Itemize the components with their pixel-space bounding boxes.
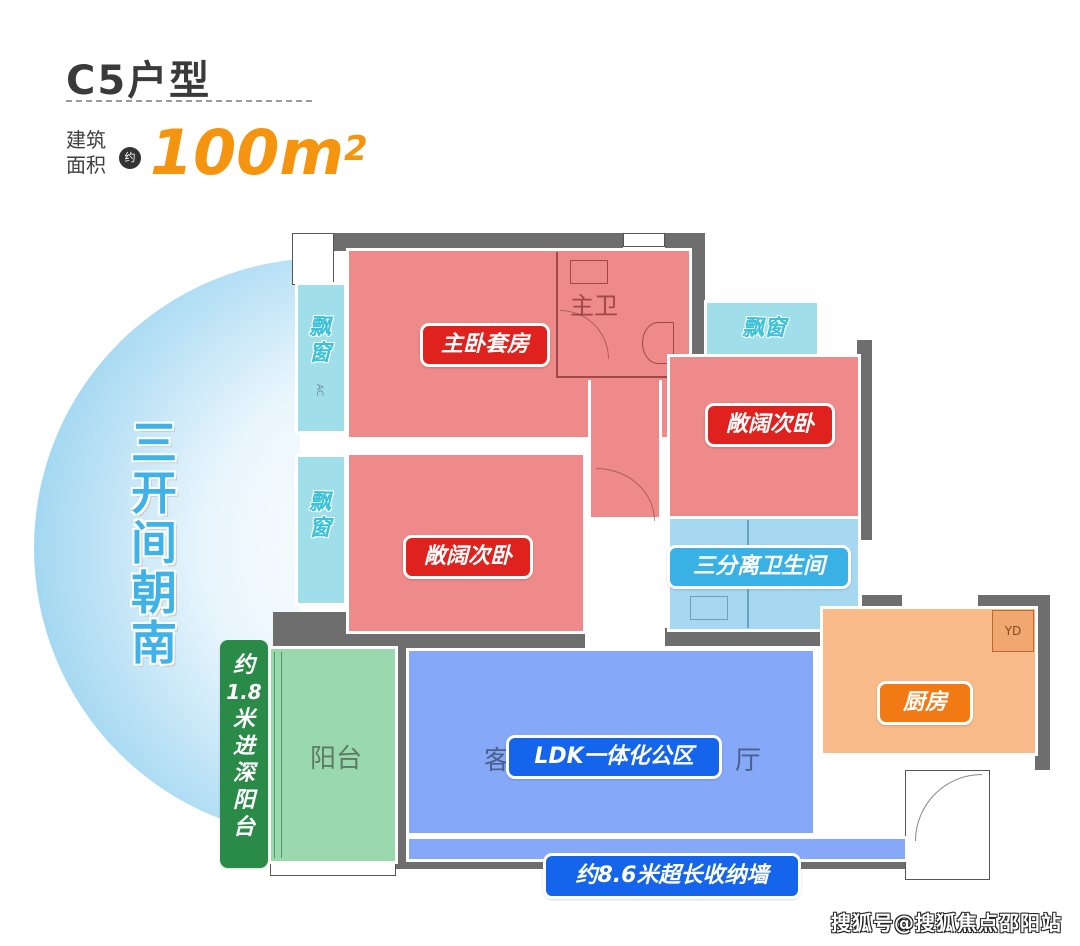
bay-window-2[interactable] <box>295 454 347 606</box>
toilet-icon <box>642 322 674 364</box>
bath-sink-icon <box>690 596 728 620</box>
wall-kitchen-east <box>1035 595 1050 770</box>
bedroom-2-tag: 敞阔次卧 <box>403 535 533 579</box>
balcony-depth-approx: 约 <box>232 653 255 678</box>
wall-left-top <box>292 233 334 285</box>
bay-window-1[interactable] <box>295 282 347 434</box>
master-suite-tag: 主卧套房 <box>420 323 550 367</box>
bay-window-2-label: 飘窗 <box>308 490 331 541</box>
floor-plan-title: C5户型 <box>66 58 212 104</box>
wall-living-left <box>395 646 407 866</box>
balcony-rail <box>274 652 282 858</box>
window-top <box>623 233 665 247</box>
balcony-depth-text: 米进深阳台 <box>232 707 255 840</box>
south-facing-callout: 三开间朝南 <box>131 416 177 670</box>
balcony-depth-callout: 约 1.8 米进深阳台 <box>220 640 268 868</box>
area-unit-superscript: 2 <box>344 129 368 169</box>
entry-frame <box>905 770 990 880</box>
area-label: 建筑面积 <box>66 128 106 177</box>
bedroom-3-tag: 敞阔次卧 <box>705 403 835 447</box>
living-right-label: 厅 <box>735 746 762 776</box>
storage-wall-tag: 约8.6米超长收纳墙 <box>543 853 801 899</box>
area-number: 100m <box>150 116 345 189</box>
balcony-sill <box>270 862 396 876</box>
balcony-label: 阳台 <box>310 744 363 774</box>
bay-window-1-label: 飘窗 <box>308 315 331 366</box>
balcony-depth-value: 1.8 <box>226 680 262 704</box>
title-divider <box>66 100 312 102</box>
living-left-label: 客 <box>484 746 511 776</box>
master-bath[interactable]: 主卫 <box>556 252 690 378</box>
sink-icon <box>570 260 608 284</box>
ldk-tag: LDK一体化公区 <box>506 735 722 779</box>
bay-window-3-label: 飘窗 <box>741 316 786 341</box>
approx-badge: 约 <box>119 147 141 169</box>
balcony[interactable] <box>268 646 398 864</box>
bathroom-tag: 三分离卫生间 <box>667 545 851 589</box>
ac-label: AC <box>314 383 325 397</box>
wall-top-left <box>333 233 623 251</box>
appliance-yd: YD <box>992 610 1034 652</box>
area-value: 100m2 <box>150 118 368 188</box>
wall-right-master <box>690 233 705 383</box>
wall-mid-center <box>340 630 585 648</box>
kitchen-tag: 厨房 <box>877 681 973 725</box>
watermark: 搜狐号@搜狐焦点邵阳站 <box>831 911 1062 935</box>
